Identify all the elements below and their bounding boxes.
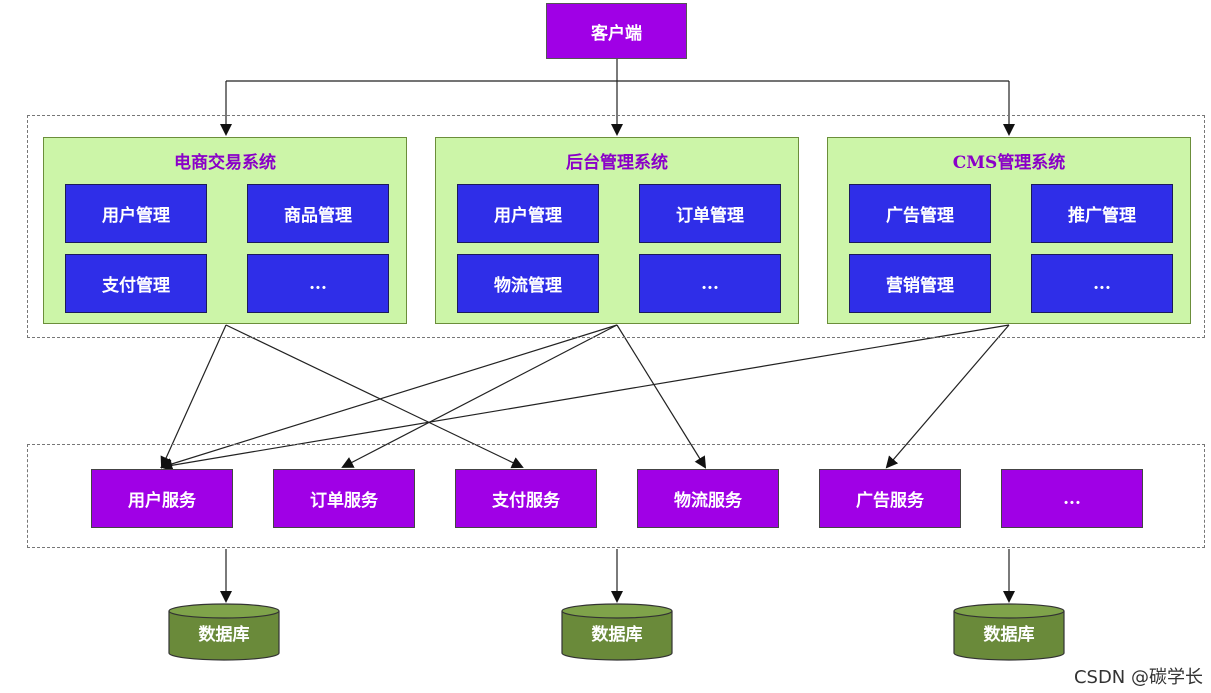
service-label: 物流服务 — [674, 491, 742, 511]
service-label: 广告服务 — [856, 491, 924, 511]
service-box: 订单服务 — [273, 469, 415, 528]
module-box: 推广管理 — [1031, 184, 1173, 243]
module-label: 支付管理 — [102, 276, 170, 296]
arrow-ecommerce-to-payment-service — [225, 324, 524, 469]
database-cylinder: 数据库 — [168, 603, 280, 661]
module-box: ... — [247, 254, 389, 313]
module-box: ... — [639, 254, 781, 313]
module-box: ... — [1031, 254, 1173, 313]
module-box: 支付管理 — [65, 254, 207, 313]
systems-group — [27, 115, 1205, 338]
service-box: ... — [1001, 469, 1143, 528]
module-label: ... — [701, 273, 719, 294]
system-title: CMS管理系统 — [952, 153, 1066, 173]
arrow-cms-to-user-service — [160, 324, 1010, 472]
service-box: 支付服务 — [455, 469, 597, 528]
watermark: CSDN @碳学长 — [1073, 667, 1203, 688]
database-icon — [561, 603, 673, 661]
database-icon — [168, 603, 280, 661]
service-box: 物流服务 — [637, 469, 779, 528]
arrow-backend-to-user-service — [160, 324, 618, 470]
module-label: 用户管理 — [494, 206, 562, 226]
module-box: 订单管理 — [639, 184, 781, 243]
client-label: 客户端 — [591, 23, 642, 44]
service-box: 广告服务 — [819, 469, 961, 528]
module-box: 用户管理 — [457, 184, 599, 243]
module-box: 物流管理 — [457, 254, 599, 313]
database-label: 数据库 — [591, 625, 643, 645]
module-box: 营销管理 — [849, 254, 991, 313]
arrow-backend-to-order-service — [341, 324, 618, 468]
database-cylinder: 数据库 — [561, 603, 673, 661]
module-box: 商品管理 — [247, 184, 389, 243]
system-title: 电商交易系统 — [174, 153, 276, 173]
service-label: 支付服务 — [492, 491, 560, 511]
module-label: 广告管理 — [886, 206, 954, 226]
module-label: 物流管理 — [494, 276, 562, 296]
module-label: 用户管理 — [102, 206, 170, 226]
client-box: 客户端 — [546, 3, 687, 59]
database-label: 数据库 — [198, 625, 250, 645]
service-label: 用户服务 — [128, 491, 196, 511]
system-ecommerce: 电商交易系统 用户管理 商品管理 支付管理 ... — [43, 137, 407, 324]
module-label: 商品管理 — [284, 206, 352, 226]
services-group — [27, 444, 1205, 548]
system-backend: 后台管理系统 用户管理 订单管理 物流管理 ... — [435, 137, 799, 324]
database-cylinder: 数据库 — [953, 603, 1065, 661]
module-label: 营销管理 — [886, 276, 954, 296]
module-label: ... — [1093, 273, 1111, 294]
arrow-ecommerce-to-user-service — [160, 324, 227, 469]
module-box: 广告管理 — [849, 184, 991, 243]
arrow-cms-to-ad-service — [885, 324, 1010, 469]
database-label: 数据库 — [983, 625, 1035, 645]
module-label: 推广管理 — [1068, 206, 1136, 226]
module-box: 用户管理 — [65, 184, 207, 243]
arrow-backend-to-logistics-service — [616, 324, 707, 469]
module-label: ... — [309, 273, 327, 294]
service-label: 订单服务 — [310, 491, 378, 511]
service-label: ... — [1063, 488, 1081, 509]
system-title: 后台管理系统 — [566, 153, 668, 173]
module-label: 订单管理 — [676, 206, 744, 226]
system-cms: CMS管理系统 广告管理 推广管理 营销管理 ... — [827, 137, 1191, 324]
service-box: 用户服务 — [91, 469, 233, 528]
database-icon — [953, 603, 1065, 661]
